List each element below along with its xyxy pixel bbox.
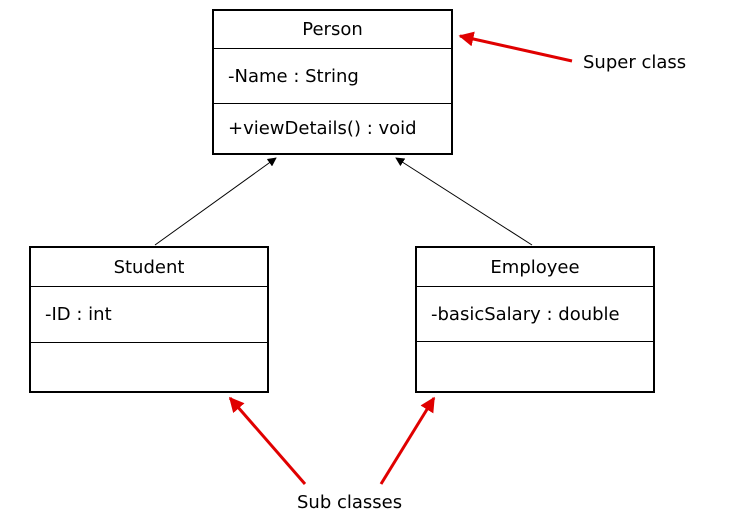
- class-box-student: Student -ID : int: [29, 246, 269, 393]
- class-attribute-student: -ID : int: [31, 287, 267, 343]
- class-box-person: Person -Name : String +viewDetails() : v…: [212, 9, 453, 155]
- class-box-employee: Employee -basicSalary : double: [415, 246, 655, 393]
- class-attribute-person: -Name : String: [214, 49, 451, 104]
- inheritance-line-employee-person: [395, 157, 533, 246]
- class-name-person: Person: [214, 11, 451, 49]
- sub-class-arrow-student: [228, 396, 307, 485]
- class-name-student: Student: [31, 248, 267, 287]
- super-class-label: Super class: [583, 52, 687, 73]
- class-attribute-employee: -basicSalary : double: [417, 287, 653, 342]
- class-method-student: [31, 343, 267, 391]
- super-class-arrow: [458, 31, 573, 63]
- sub-classes-label: Sub classes: [297, 492, 403, 513]
- inheritance-line-student-person: [154, 157, 277, 246]
- class-method-person: +viewDetails() : void: [228, 118, 417, 139]
- sub-class-arrow-employee: [379, 396, 436, 485]
- class-method-employee: [417, 342, 653, 391]
- class-name-employee: Employee: [417, 248, 653, 287]
